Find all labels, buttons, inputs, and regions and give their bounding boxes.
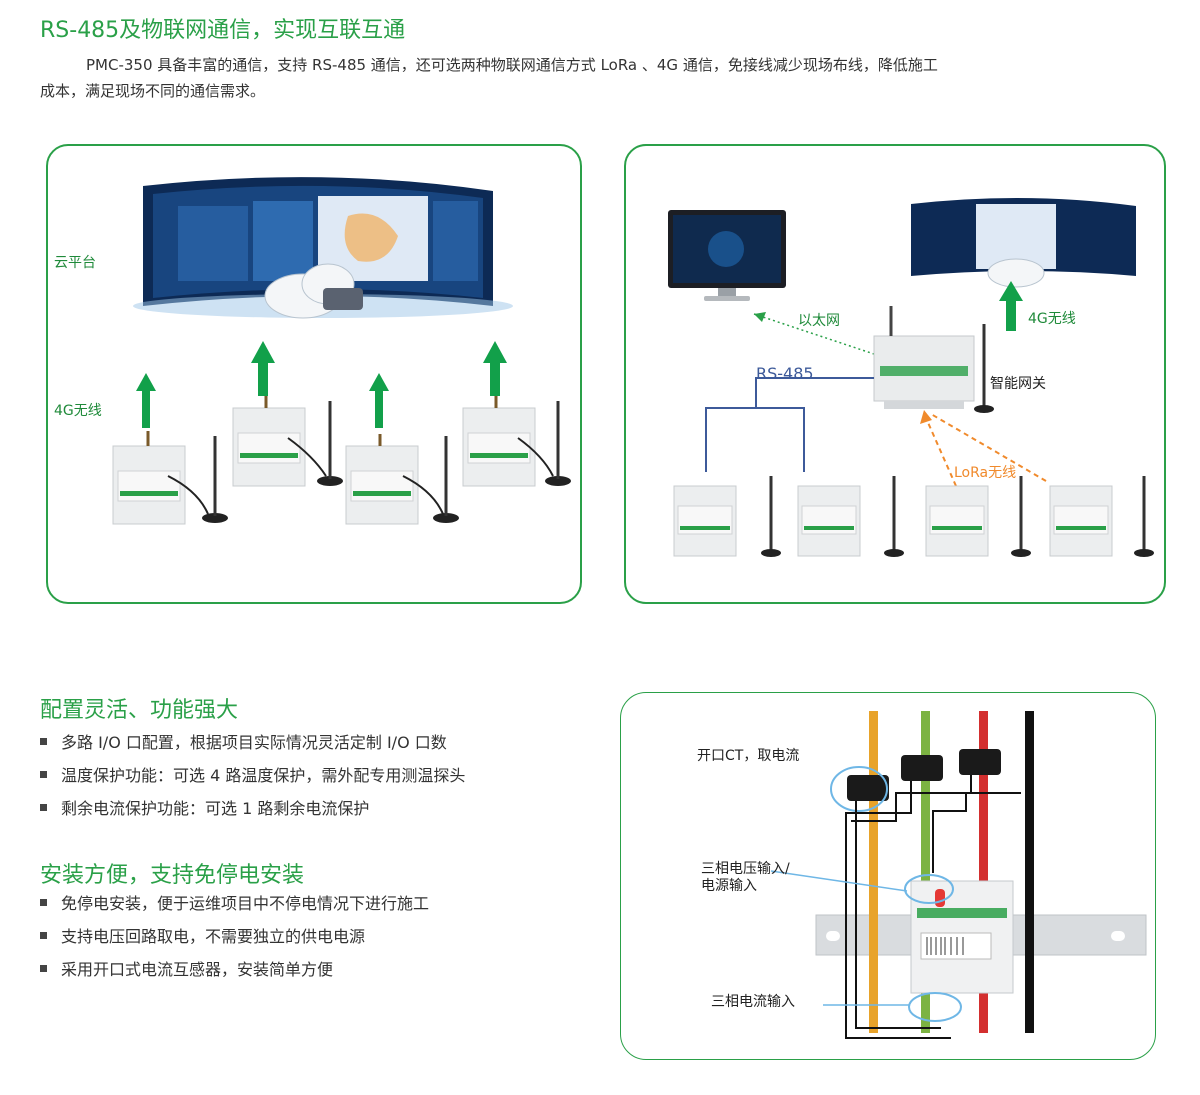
signal-leads	[845, 775, 1021, 1039]
voltage-input-label: 三相电压输入/ 电源输入	[701, 861, 790, 895]
cloud-platform-label: 云平台	[54, 255, 96, 271]
rs485-bus	[705, 377, 874, 472]
meter-device	[1049, 476, 1154, 557]
section-title-install: 安装方便，支持免停电安装	[40, 863, 305, 888]
meter-device	[232, 396, 343, 487]
list-item: 采用开口式电流互感器，安装简单方便	[40, 953, 429, 986]
bullet-icon	[40, 965, 47, 972]
map-region	[344, 213, 398, 262]
paragraph-line: PMC-350 具备丰富的通信，支持 RS-485 通信，还可选两种物联网通信方…	[86, 56, 938, 74]
section-title-communication: RS-485及物联网通信，实现互联互通	[40, 18, 406, 43]
current-input-highlight	[908, 992, 962, 1022]
voltage-label-line: 三相电压输入/	[701, 861, 790, 877]
ethernet-label: 以太网	[798, 313, 840, 329]
meter-device	[925, 476, 1031, 557]
meter-devices	[112, 396, 571, 525]
screen-panel	[433, 201, 478, 281]
phase-wire-red	[979, 711, 988, 1033]
phase-wire-green	[921, 711, 930, 1033]
ct-clamp	[901, 755, 943, 781]
panel-gateway: 以太网 4G无线 RS-485 智能网关 LoRa无线	[624, 144, 1166, 604]
lora-arrowhead	[920, 410, 932, 424]
list-item: 多路 I/O 口配置，根据项目实际情况灵活定制 I/O 口数	[40, 726, 465, 759]
meter-device	[673, 476, 781, 557]
panel-4g-cloud: 云平台 4G无线	[46, 144, 582, 604]
ethernet-arrowhead	[754, 312, 766, 322]
upload-arrows	[136, 341, 507, 428]
ct-label: 开口CT，取电流	[697, 748, 800, 764]
meter-device	[462, 396, 571, 487]
current-input-label: 三相电流输入	[711, 994, 795, 1010]
gateway-device	[873, 306, 994, 413]
bullet-icon	[40, 804, 47, 811]
rs485-label: RS-485	[756, 364, 814, 383]
lora-links	[925, 413, 1047, 487]
screen-panel	[178, 206, 248, 281]
wireless-4g-label: 4G无线	[1028, 311, 1076, 327]
phase-wire-yellow	[869, 711, 878, 1033]
ct-highlight	[830, 766, 888, 812]
list-item: 支持电压回路取电，不需要独立的供电电源	[40, 920, 429, 953]
install-feature-list: 免停电安装，便于运维项目中不停电情况下进行施工 支持电压回路取电，不需要独立的供…	[40, 887, 429, 986]
wireless-4g-label: 4G无线	[54, 403, 102, 419]
ethernet-line	[753, 313, 887, 359]
voltage-label-line: 电源输入	[701, 878, 757, 894]
bullet-icon	[40, 738, 47, 745]
bullet-icon	[40, 899, 47, 906]
bullet-icon	[40, 932, 47, 939]
lora-label: LoRa无线	[954, 465, 1017, 481]
meter-device	[910, 880, 1014, 994]
screen-map	[976, 204, 1056, 269]
panel-installation: 开口CT，取电流 三相电压输入/ 电源输入 三相电流输入	[620, 692, 1156, 1060]
ct-clamp	[959, 749, 1001, 775]
cloud-4g-illustration	[112, 177, 571, 525]
config-feature-list: 多路 I/O 口配置，根据项目实际情况灵活定制 I/O 口数 温度保护功能：可选…	[40, 726, 465, 825]
meter-device	[345, 434, 459, 525]
section-title-config: 配置灵活、功能强大	[40, 698, 239, 723]
meter-device	[797, 476, 904, 557]
leader-line	[770, 870, 908, 892]
barcode-icon	[926, 937, 964, 955]
gateway-label: 智能网关	[990, 376, 1046, 392]
server-icon	[323, 288, 363, 310]
paragraph-line: 成本，满足现场不同的通信需求。	[40, 82, 266, 100]
meter-device	[112, 431, 228, 525]
meter-devices	[673, 476, 1154, 557]
gateway-illustration	[668, 197, 1154, 557]
neutral-wire	[1025, 711, 1034, 1033]
monitor-icon	[668, 210, 786, 301]
list-item: 免停电安装，便于运维项目中不停电情况下进行施工	[40, 887, 429, 920]
bullet-icon	[40, 771, 47, 778]
screen-panel	[253, 201, 313, 281]
installation-illustration	[770, 711, 1147, 1039]
list-item: 剩余电流保护功能：可选 1 路剩余电流保护	[40, 792, 465, 825]
voltage-input-highlight	[904, 874, 954, 904]
cloud-icon	[987, 258, 1045, 288]
section-paragraph: PMC-350 具备丰富的通信，支持 RS-485 通信，还可选两种物联网通信方…	[40, 52, 1170, 104]
list-item: 温度保护功能：可选 4 路温度保护，需外配专用测温探头	[40, 759, 465, 792]
upload-arrow	[999, 281, 1023, 331]
ct-clamp	[847, 775, 889, 801]
